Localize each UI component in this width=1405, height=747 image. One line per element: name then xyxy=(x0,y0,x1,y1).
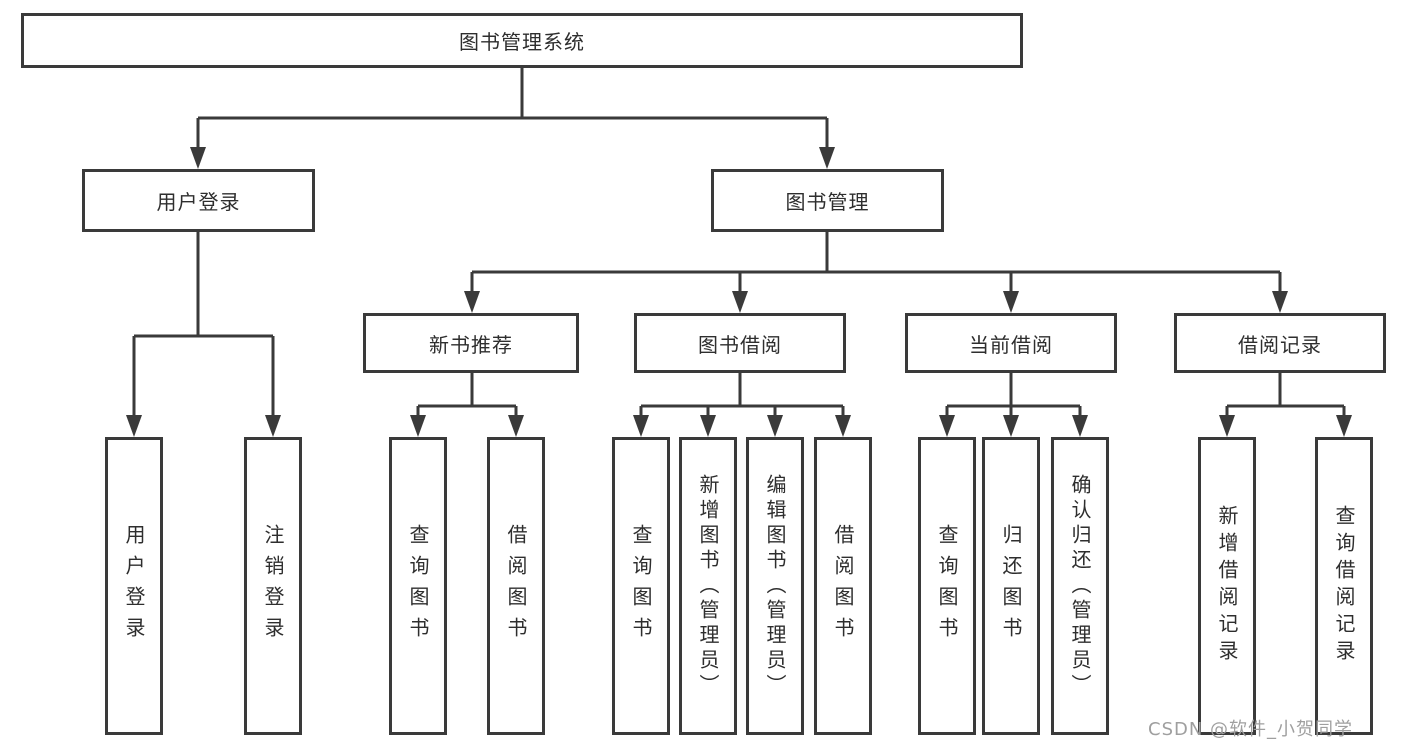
arrowhead xyxy=(464,291,480,313)
node-borrowing-records: 借阅记录 xyxy=(1174,313,1386,373)
node-library-system: 图书管理系统 xyxy=(21,13,1023,68)
connector-root-to-level2 xyxy=(196,68,829,150)
arrowhead xyxy=(1272,291,1288,313)
arrowhead xyxy=(1003,415,1019,437)
connector-borrow-records-to-leaves xyxy=(1225,373,1346,418)
arrowhead xyxy=(508,415,524,437)
node-user-login: 用户登录 xyxy=(82,169,315,232)
leaf-query-books-recommend: 查询图书 xyxy=(389,437,447,735)
leaf-return-books: 归还图书 xyxy=(982,437,1040,735)
leaf-query-books-borrow: 查询图书 xyxy=(612,437,670,735)
connector-book-borrow-to-leaves xyxy=(639,373,845,418)
arrowhead xyxy=(1219,415,1235,437)
node-book-borrowing: 图书借阅 xyxy=(634,313,846,373)
arrowhead xyxy=(1072,415,1088,437)
arrowhead xyxy=(700,415,716,437)
leaf-query-books-current: 查询图书 xyxy=(918,437,976,735)
arrowhead xyxy=(1336,415,1352,437)
connector-user-login-to-leaves xyxy=(132,232,275,418)
leaf-user-login: 用户登录 xyxy=(105,437,163,735)
arrowhead xyxy=(767,415,783,437)
node-new-book-recommend: 新书推荐 xyxy=(363,313,579,373)
connector-book-mgmt-to-level3 xyxy=(470,232,1282,295)
arrowhead xyxy=(1003,291,1019,313)
arrowhead xyxy=(190,147,206,169)
arrowhead xyxy=(126,415,142,437)
csdn-watermark: CSDN @软件_小贺同学 xyxy=(1148,719,1354,740)
node-current-borrowing: 当前借阅 xyxy=(905,313,1117,373)
leaf-add-borrow-record: 新增借阅记录 xyxy=(1198,437,1256,735)
node-book-management: 图书管理 xyxy=(711,169,944,232)
connector-new-book-to-leaves xyxy=(416,373,518,418)
leaf-borrow-books-recommend: 借阅图书 xyxy=(487,437,545,735)
arrowhead xyxy=(819,147,835,169)
arrowhead xyxy=(835,415,851,437)
leaf-add-book-admin: 新增图书（管理员） xyxy=(679,437,737,735)
arrowhead xyxy=(265,415,281,437)
connector-current-borrow-to-leaves xyxy=(945,373,1082,418)
leaf-edit-book-admin: 编辑图书（管理员） xyxy=(746,437,804,735)
leaf-confirm-return-admin: 确认归还（管理员） xyxy=(1051,437,1109,735)
arrowhead xyxy=(633,415,649,437)
leaf-logout: 注销登录 xyxy=(244,437,302,735)
leaf-borrow-books: 借阅图书 xyxy=(814,437,872,735)
arrowhead xyxy=(410,415,426,437)
arrowhead xyxy=(939,415,955,437)
arrowhead xyxy=(732,291,748,313)
leaf-query-borrow-record: 查询借阅记录 xyxy=(1315,437,1373,735)
